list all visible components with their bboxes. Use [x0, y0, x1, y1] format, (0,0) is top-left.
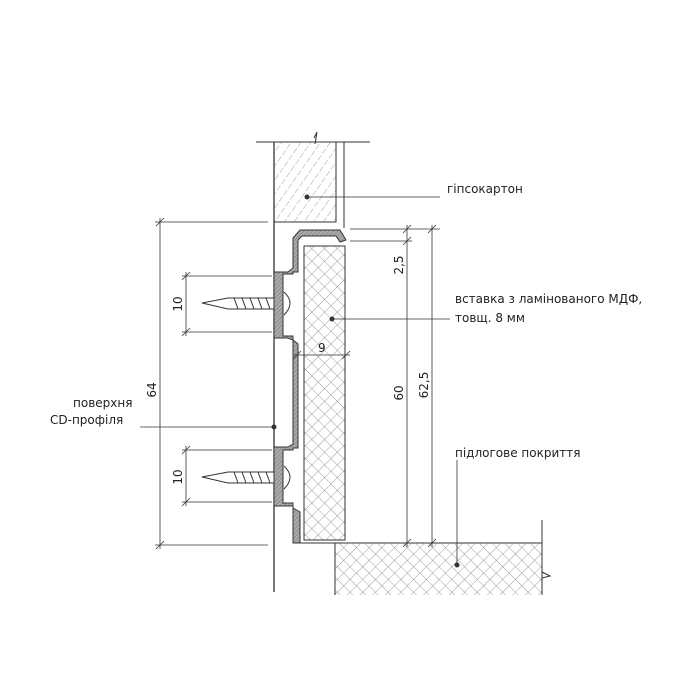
dim-9: 9	[318, 341, 326, 355]
floor-covering	[335, 543, 542, 595]
label-cd-line2: CD-профіля	[50, 413, 124, 427]
aluminium-profile	[273, 229, 347, 544]
dim-62-5: 62,5	[417, 372, 431, 399]
dim-2-5: 2,5	[392, 255, 406, 274]
label-cd-line1: поверхня	[73, 396, 133, 410]
dim-60: 60	[392, 385, 406, 400]
label-insert-line2: товщ. 8 мм	[455, 311, 525, 325]
screw-lower	[201, 465, 291, 490]
label-insert-line1: вставка з ламінованого МДФ,	[455, 292, 643, 306]
dim-10-upper: 10	[171, 296, 185, 311]
dim-10-lower: 10	[171, 469, 185, 484]
label-drywall: гіпсокартон	[447, 182, 523, 196]
mdf-insert	[303, 245, 346, 541]
screw-upper	[201, 291, 291, 316]
dim-64: 64	[145, 382, 159, 397]
label-floor: підлогове покриття	[455, 446, 581, 460]
drywall-section	[273, 141, 337, 223]
